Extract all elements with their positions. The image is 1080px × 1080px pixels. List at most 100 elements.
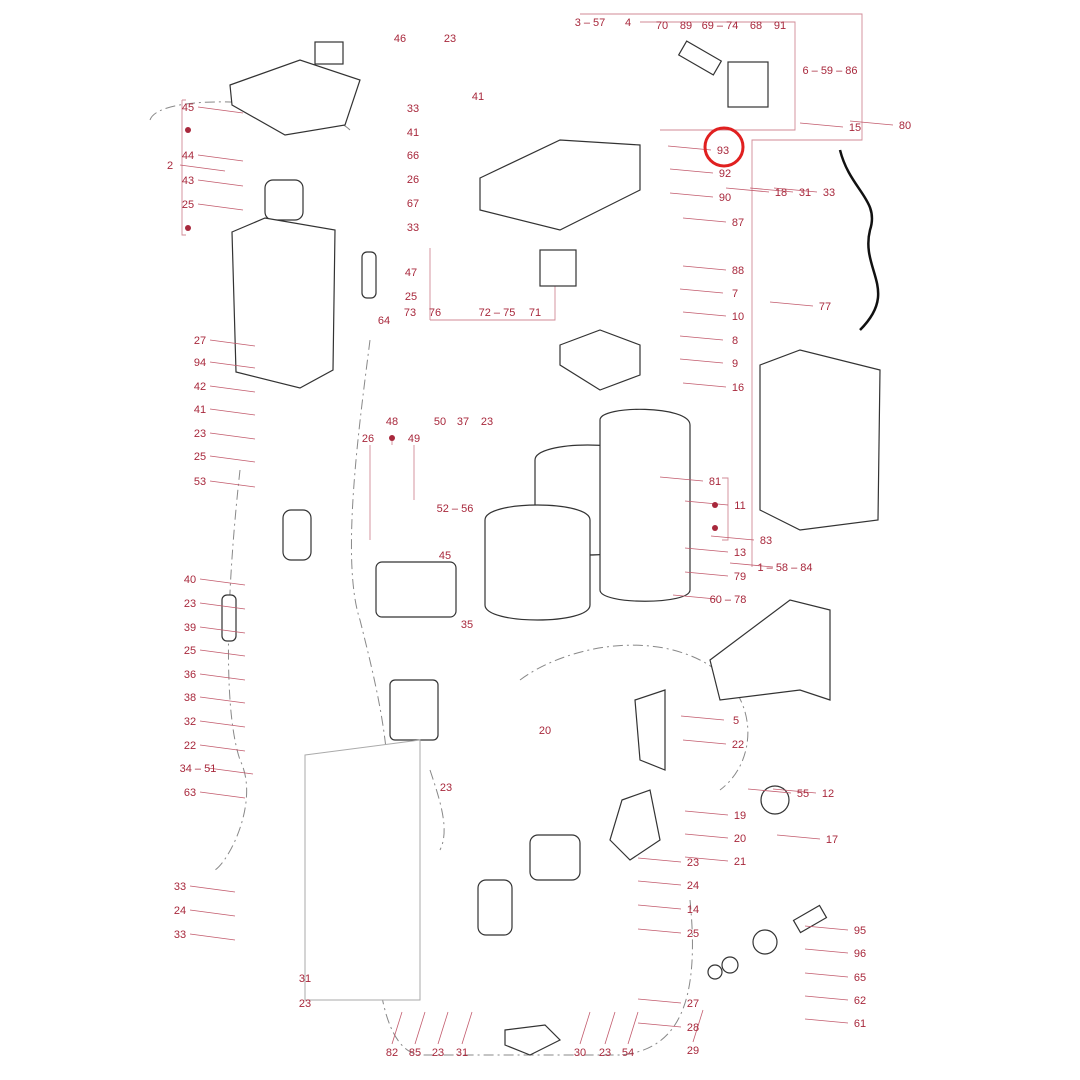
- leader-line: [637, 904, 682, 910]
- part-number-label: 17: [826, 834, 838, 846]
- part-number-label: 24: [174, 905, 186, 917]
- leader-line: [209, 361, 256, 369]
- part-number-label: 20: [734, 833, 746, 845]
- part-number-label: 1 – 58 – 84: [757, 562, 812, 574]
- part-number-label: 3 – 57: [575, 17, 606, 29]
- part-number-label: 14: [687, 904, 699, 916]
- leader-line: [179, 164, 226, 172]
- leader-line: [849, 120, 894, 126]
- leader-line: [391, 1011, 403, 1045]
- leader-line: [679, 288, 724, 294]
- leader-line: [197, 179, 244, 187]
- part-number-label: 55: [797, 788, 809, 800]
- part-number-label: 25: [194, 451, 206, 463]
- leader-line: [189, 909, 236, 917]
- leader-line: [637, 1022, 682, 1028]
- leader-line: [199, 578, 246, 586]
- part-number-label: 22: [184, 740, 196, 752]
- leader-line: [684, 571, 729, 577]
- part-number-label: 43: [182, 175, 194, 187]
- part-number-label: 29: [687, 1045, 699, 1057]
- leader-line: [799, 122, 844, 128]
- hose-segment: [221, 594, 237, 642]
- flow-meter: [529, 834, 581, 881]
- group-member-dot: [185, 225, 191, 231]
- leader-line: [627, 1011, 639, 1045]
- part-number-label: 2: [167, 160, 173, 172]
- part-number-label: 72 – 75: [479, 307, 516, 319]
- part-number-label: 19: [734, 810, 746, 822]
- part-number-label: 25: [687, 928, 699, 940]
- boiler-insulation-front: [484, 504, 591, 621]
- part-number-label: 33: [407, 222, 419, 234]
- leader-line: [804, 925, 849, 931]
- solenoid-coil: [539, 249, 577, 287]
- leader-line: [209, 408, 256, 416]
- part-number-label: 7: [732, 288, 738, 300]
- part-number-label: 77: [819, 301, 831, 313]
- l-bracket: [634, 689, 666, 771]
- part-number-label: 34 – 51: [180, 763, 217, 775]
- leader-line: [207, 767, 254, 775]
- part-number-label: 83: [760, 535, 772, 547]
- part-number-label: 60 – 78: [710, 594, 747, 606]
- part-number-label: 32: [184, 716, 196, 728]
- leader-line: [209, 432, 256, 440]
- part-number-label: 44: [182, 150, 194, 162]
- leader-line: [669, 168, 714, 174]
- part-number-label: 79: [734, 571, 746, 583]
- float-switch: [314, 41, 344, 65]
- leader-line: [749, 187, 794, 193]
- leader-line: [729, 562, 774, 568]
- part-number-label: 88: [732, 265, 744, 277]
- leader-line: [776, 834, 821, 840]
- leader-line: [199, 649, 246, 657]
- part-number-label: 18: [775, 187, 787, 199]
- wiring-harness: [838, 149, 880, 331]
- part-number-label: 63: [184, 787, 196, 799]
- part-number-label: 70: [656, 20, 668, 32]
- part-number-label: 52 – 56: [437, 503, 474, 515]
- solenoid-valve-block: [479, 139, 641, 231]
- part-number-label: 67: [407, 198, 419, 210]
- part-number-label: 65: [854, 972, 866, 984]
- part-number-label: 21: [734, 856, 746, 868]
- water-tank: [231, 217, 336, 389]
- part-number-label: 41: [472, 91, 484, 103]
- part-number-label: 31: [799, 187, 811, 199]
- part-number-label: 46: [394, 33, 406, 45]
- part-number-label: 23: [481, 416, 493, 428]
- leader-line: [604, 1011, 616, 1045]
- washer: [721, 956, 739, 974]
- part-number-label: 23: [440, 782, 452, 794]
- float: [264, 179, 304, 221]
- leader-line: [209, 480, 256, 488]
- part-number-label: 25: [405, 291, 417, 303]
- leader-line: [804, 948, 849, 954]
- part-number-label: 16: [732, 382, 744, 394]
- part-number-label: 22: [732, 739, 744, 751]
- part-number-label: 23: [299, 998, 311, 1010]
- leader-line: [189, 885, 236, 893]
- part-number-label: 31: [456, 1047, 468, 1059]
- part-number-label: 61: [854, 1018, 866, 1030]
- part-number-label: 28: [687, 1022, 699, 1034]
- part-number-label: 12: [822, 788, 834, 800]
- group-dots: [185, 127, 718, 531]
- part-number-label: 11: [734, 500, 745, 512]
- part-number-label: 30: [574, 1047, 586, 1059]
- part-number-label: 36: [184, 669, 196, 681]
- leader-line: [197, 203, 244, 211]
- solenoid-coil: [727, 61, 769, 108]
- filter: [282, 509, 312, 561]
- part-number-label: 24: [687, 880, 699, 892]
- washer: [707, 964, 723, 980]
- part-number-label: 23: [194, 428, 206, 440]
- part-number-label: 39: [184, 622, 196, 634]
- group-member-dot: [712, 502, 718, 508]
- leader-line: [804, 995, 849, 1001]
- boiler-insulation-back: [599, 408, 691, 602]
- group-member-dot: [712, 525, 718, 531]
- part-number-label: 27: [687, 998, 699, 1010]
